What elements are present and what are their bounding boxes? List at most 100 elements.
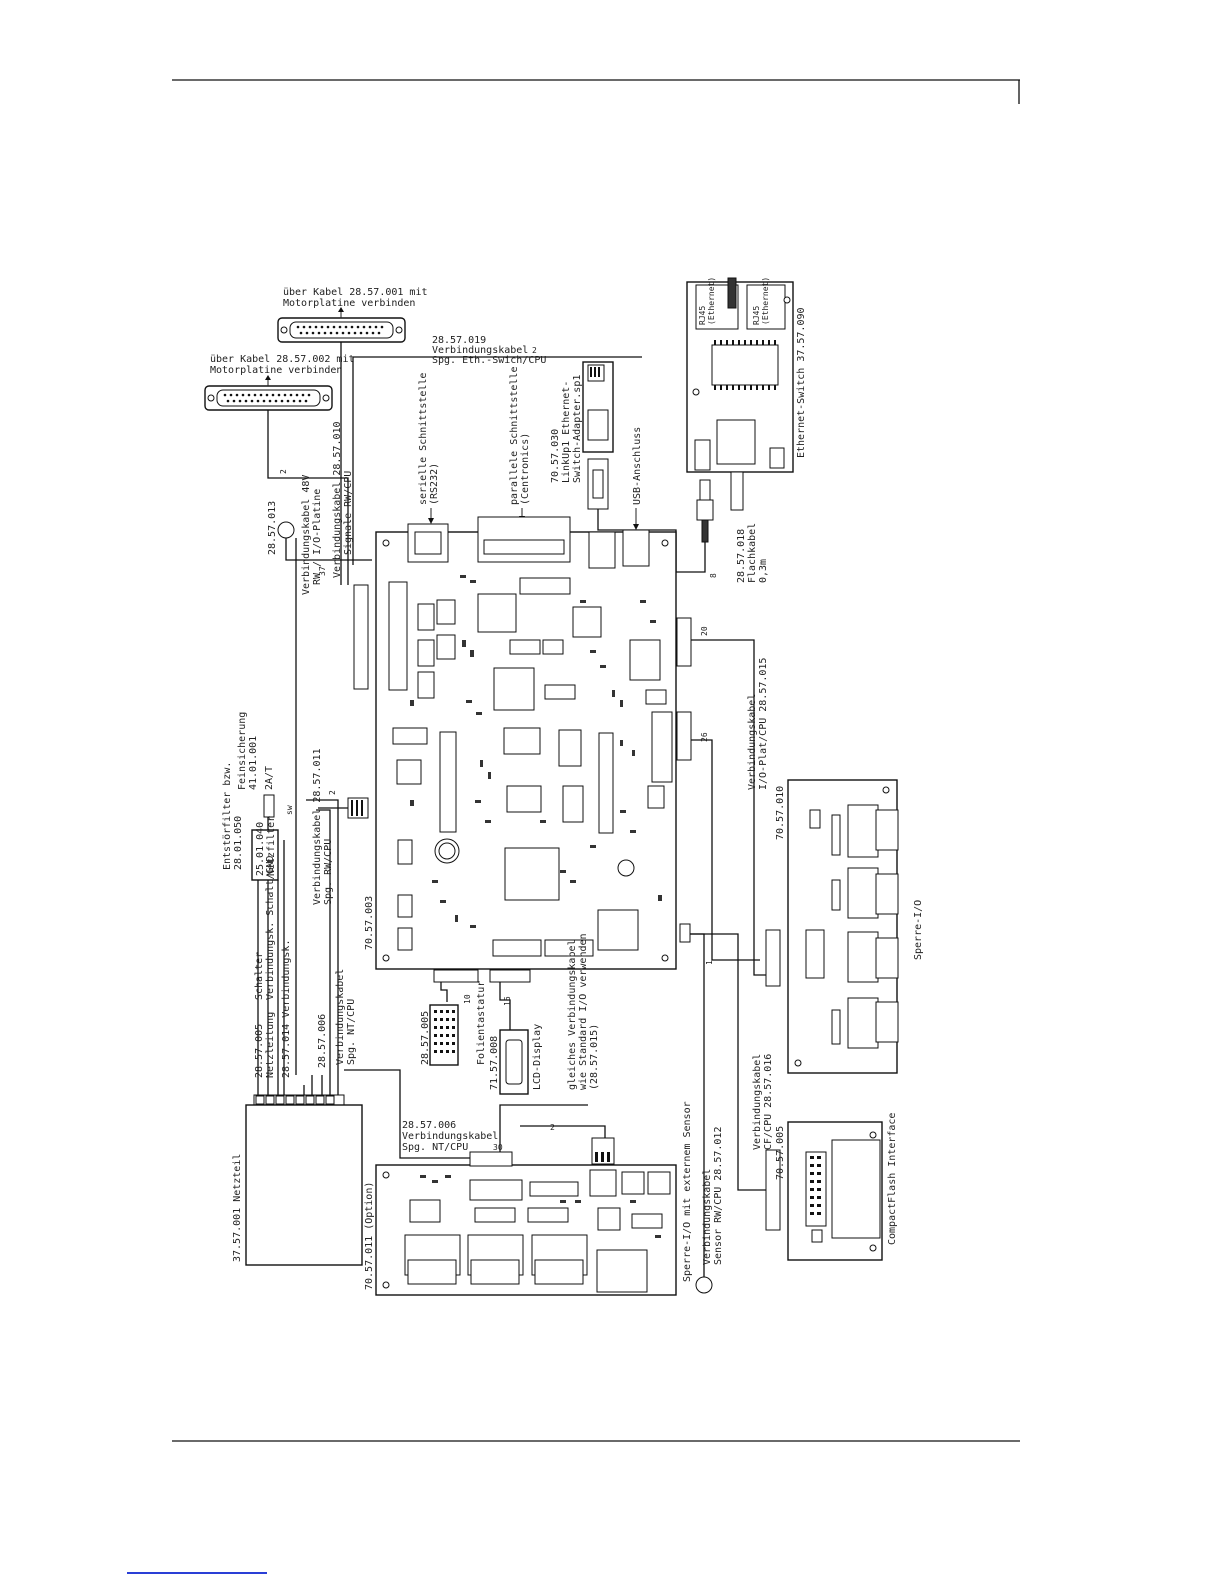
keypad [429,1004,459,1066]
label-vk006x-b: Verbindungskabel [335,969,346,1065]
label-kabel-002: über Kabel 28.57.002 mit [210,354,355,365]
label-ethernet-switch: Ethernet-Switch 37.57.090 [796,307,807,458]
connector-48v-icon [277,521,295,539]
label-kabel-001-b: Motorplatine verbinden [283,298,415,309]
cpu-board [353,516,677,970]
label-count-30: 30 [493,1143,503,1152]
label-vk011-count: 2 [328,790,337,795]
label-kabel-001: über Kabel 28.57.001 mit [283,287,428,298]
ethernet-switch-board [686,277,794,473]
keypad-connector [433,969,479,983]
label-vk019-b: Verbindungskabel [432,345,528,356]
label-count-2: 2 [550,1123,555,1132]
label-flachkabel-b: Flachkabel [747,523,758,583]
netzteil-terminals [253,1094,345,1106]
label-vk010-b: Signale RW/CPU [343,471,354,555]
label-rj45-a-b: (Ethernet) [707,277,716,325]
label-seriell: serielle Schnittstelle [418,373,429,505]
label-adapter-c: Switch-Adapter.sp1 [572,375,583,483]
label-sicherung: Feinsicherung [237,712,248,790]
label-lcd-b: LCD-Display [532,1024,543,1090]
label-vk011-a: Verbindungskabel 28.57.011 [312,748,323,905]
label-cf-id: 70.57.005 [775,1126,786,1180]
ribbon-connector-26 [676,711,692,761]
label-vk010-count2: 37 [318,566,327,576]
label-vk006: 28.57.006 [402,1120,456,1131]
label-flachkabel-c: 0,3m [758,559,769,583]
power-plug [696,471,744,543]
label-sw: sw [285,805,294,815]
label-vk019-a: 28.57.019 [432,335,486,346]
connector-4pin [347,797,369,819]
label-sperrio-id: 70.57.010 [775,786,786,840]
label-netzltg: 28.57.005 [254,1024,265,1078]
label-lcd: 71.57.008 [489,1036,500,1090]
sensor-connector-icon [695,1276,713,1294]
label-schalter-b: Verbindungsk. Schalt/GND [265,856,276,1001]
label-netzfilter: 25.01.040 [255,822,266,876]
label-count-20: 20 [700,626,709,636]
label-vk015-b: I/O-Plat/CPU 28.57.015 [758,658,769,790]
label-tast: 28.57.005 [420,1011,431,1065]
label-sperrio: Sperre-I/O [913,900,924,960]
label-sensor: Sperre-I/O mit externem Sensor [682,1101,693,1282]
lcd-display [499,1029,529,1095]
fuse [263,794,275,818]
label-cf: CompactFlash Interface [887,1113,898,1245]
label-parallel-b: (Centronics) [520,433,531,505]
lcd-connector [489,969,531,983]
label-vk006x: 28.57.006 [317,1014,328,1068]
label-usb: USB-Anschluss [632,427,643,505]
label-sicherung-c: 2A/T [264,766,275,790]
label-rj45-b-b: (Ethernet) [761,277,770,325]
compactflash-board [765,1121,883,1261]
label-vk011-b: Spg. RW/CPU [323,839,334,905]
label-rj45-b: RJ45 [752,306,761,325]
label-vk006-b: Verbindungskabel [402,1131,498,1142]
label-rj45-a: RJ45 [698,306,707,325]
dsub-connector-001 [277,317,406,343]
label-gleich-b: wie Standard I/O verwenden [578,933,589,1090]
label-flachkabel-count: 8 [709,573,718,578]
label-option: 70.57.011 (Option) [364,1182,375,1290]
label-lcd-count: 16 [503,996,512,1006]
label-sicherung-b: 41.01.001 [248,736,259,790]
label-vk016-count: 1 [705,960,714,965]
label-netzteil: 37.57.001 Netzteil [232,1154,243,1262]
label-schalter: Schalter [254,952,265,1000]
option-board [375,1137,677,1296]
label-tast-count: 10 [463,994,472,1004]
label-netzfilter-b: Netzfilter [266,816,277,876]
label-vk013-b: Verbindungskabel 48V [301,475,312,595]
label-vk006-c: Spg. NT/CPU [402,1142,468,1153]
dsub-connector-002 [204,385,333,411]
label-vk012-b: Sensor RW/CPU 28.57.012 [713,1127,724,1265]
label-vk010-count: 2 [279,469,288,474]
label-gleich-c: (28.57.015) [589,1024,600,1090]
label-entstoer: Entstörfilter bzw. [222,762,233,870]
label-vk016-b: CF/CPU 28.57.016 [763,1054,774,1150]
label-seriell-b: (RS232) [429,463,440,505]
label-kabel-002-b: Motorplatine verbinden [210,365,342,376]
label-vk015-a: Verbindungskabel [747,694,758,790]
label-vk014: 28.57.014 Verbindungsk. [281,940,292,1078]
label-vk016: Verbindungskabel [752,1054,763,1150]
footer-link-underline[interactable] [127,1572,267,1574]
label-vk019-c: Spg. Eth.-Swich/CPU [432,355,546,366]
label-netzltg-b: Netzleitung [265,1012,276,1078]
ribbon-connector-20 [676,617,692,667]
ethernet-switch-adapter [582,361,614,510]
label-entstoer-b: 28.01.050 [233,816,244,870]
label-vk012: Verbindungskabel [702,1169,713,1265]
label-vk006x-c: Spg. NT/CPU [346,999,357,1065]
label-count-26: 26 [700,732,709,742]
label-adapter-b: LinkUp1 Ethernet- [561,381,572,483]
sperre-io-board [765,779,899,1074]
netzteil [245,1104,363,1266]
label-tast-b: Folientastatur [476,981,487,1065]
label-vk010-a: Verbindungskabel 28.57.010 [332,421,343,578]
label-flachkabel: 28.57.018 [736,529,747,583]
label-cpu-board: 70.57.003 [364,896,375,950]
label-vk013-a: 28.57.013 [267,501,278,555]
